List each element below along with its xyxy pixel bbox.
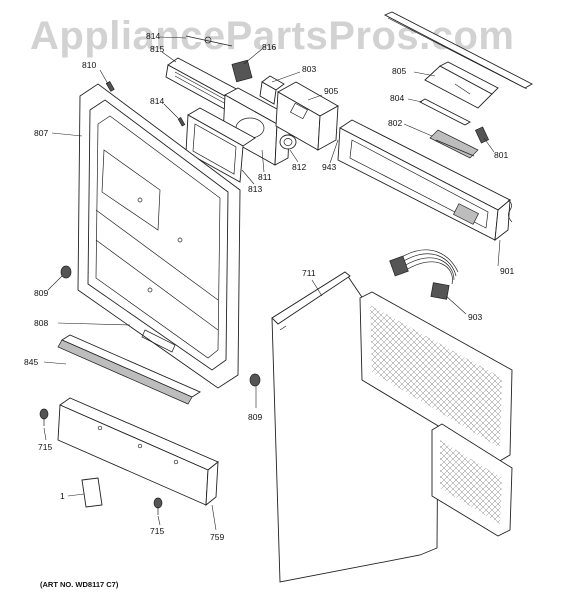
callout-943: 943 [322, 162, 336, 172]
callout-804: 804 [390, 93, 404, 103]
leader-lines [43, 36, 501, 531]
callout-803: 803 [302, 64, 316, 74]
callout-715-right: 715 [150, 526, 164, 536]
control-module-905-part [275, 81, 339, 151]
callout-1: 1 [60, 491, 65, 501]
callout-811: 811 [258, 172, 272, 182]
screw-715-right-part [153, 497, 163, 515]
callout-711: 711 [302, 268, 316, 278]
callout-715-left: 715 [38, 442, 52, 452]
callout-809-left: 809 [34, 288, 48, 298]
lower-panel-759-part [57, 397, 219, 506]
callout-801: 801 [494, 150, 508, 160]
rail-804-part [419, 98, 471, 126]
callout-903: 903 [468, 312, 482, 322]
toe-strip-845-part [57, 334, 201, 405]
callout-813: 813 [248, 184, 262, 194]
screw-810-part [105, 81, 115, 92]
callout-802: 802 [388, 118, 402, 128]
label-1-part [81, 477, 103, 508]
callout-816: 816 [262, 42, 276, 52]
insulation-pad-upper-part [359, 291, 513, 463]
console-901-part [337, 119, 513, 241]
module-803-part [259, 75, 285, 105]
callout-815: 815 [150, 44, 164, 54]
wire-harness-903-part [389, 249, 459, 300]
callout-812: 812 [292, 162, 306, 172]
callout-845: 845 [24, 357, 38, 367]
top-trim-strip-part [383, 11, 533, 90]
hinge-screw-809-left-part [60, 265, 72, 279]
control-board-802-part [429, 129, 479, 159]
callout-759: 759 [210, 532, 224, 542]
callout-809-right: 809 [248, 412, 262, 422]
callout-814-top: 814 [146, 31, 160, 41]
insulation-pad-lower-part [431, 423, 513, 537]
callout-808: 808 [34, 318, 48, 328]
screw-715-left-part [39, 408, 49, 426]
latch-816-part [185, 35, 253, 83]
callout-905: 905 [324, 86, 338, 96]
screw-814-part [177, 117, 186, 127]
callout-805: 805 [392, 66, 406, 76]
hinge-screw-809-right-part [249, 373, 261, 387]
callout-810: 810 [82, 60, 96, 70]
gasket-813-part [185, 107, 256, 183]
callout-814: 814 [150, 96, 164, 106]
knob-812-part [279, 134, 297, 150]
bracket-805-part [424, 61, 499, 109]
switch-801-part [474, 126, 490, 144]
callout-901: 901 [500, 266, 514, 276]
art-number-caption: (ART NO. WD8117 C7) [40, 580, 119, 589]
inner-door-807-part [77, 83, 241, 389]
callout-807: 807 [34, 128, 48, 138]
